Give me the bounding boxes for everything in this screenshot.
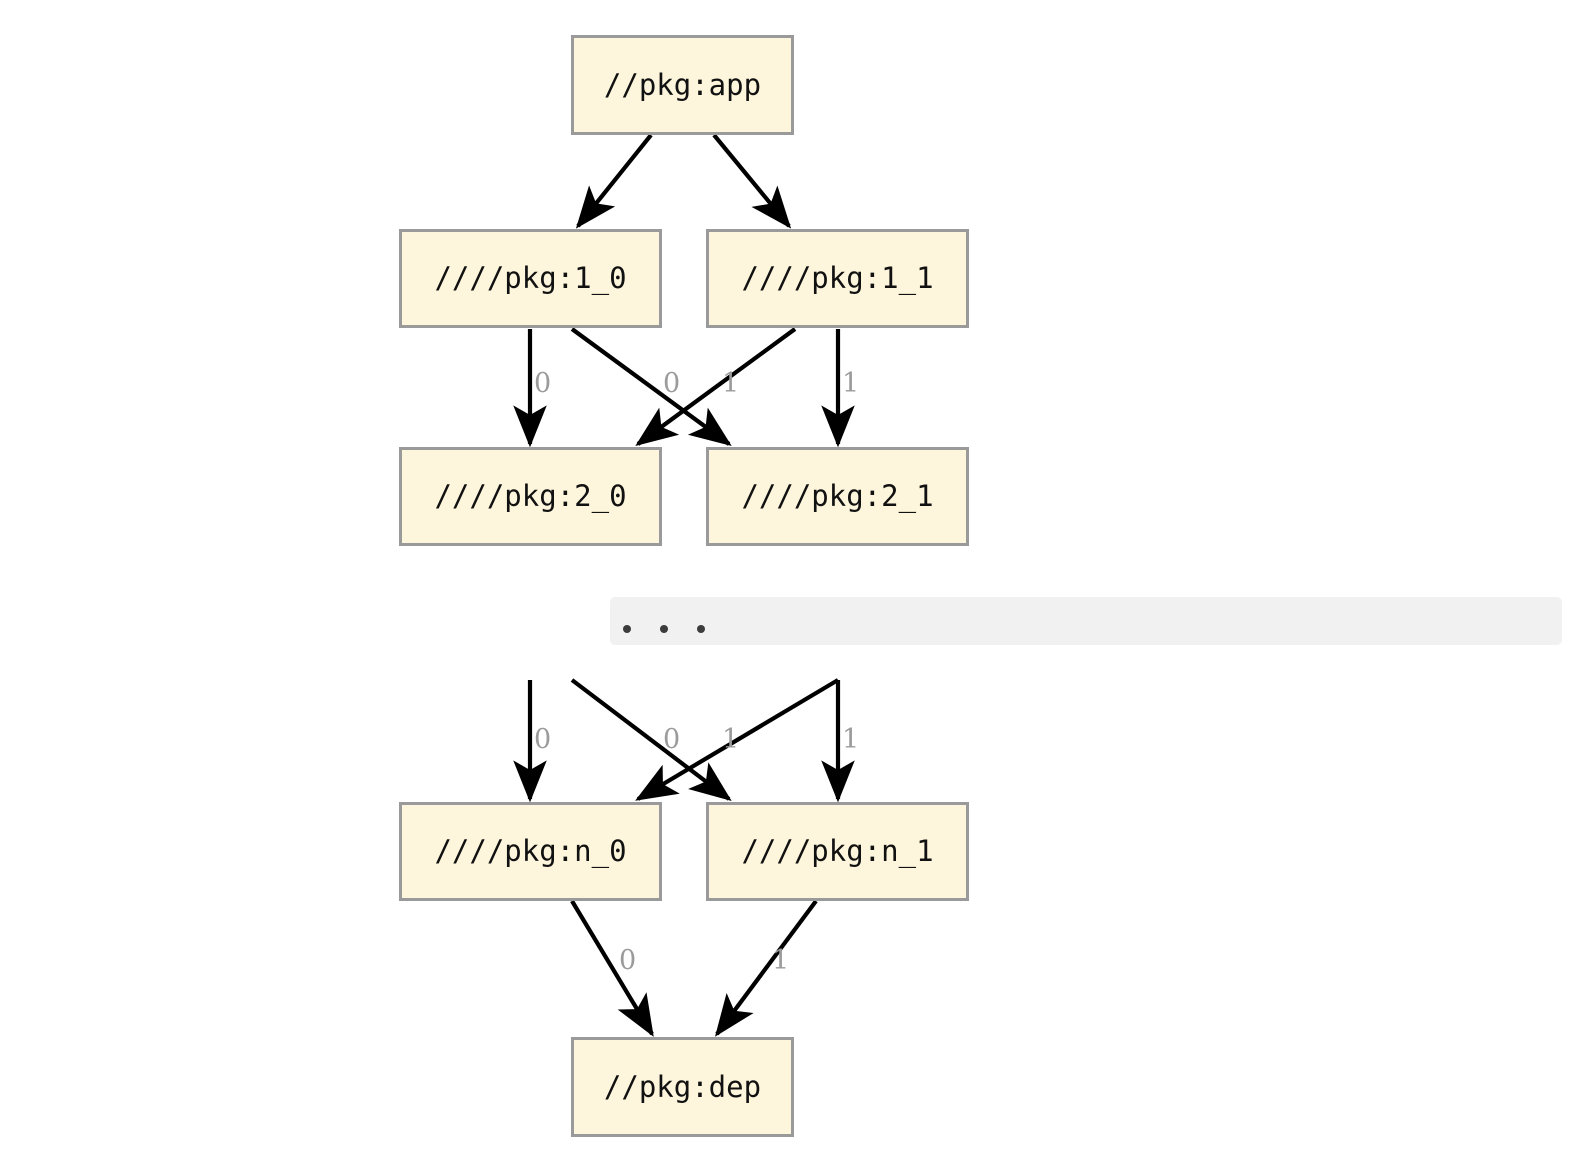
graph-edge <box>635 678 840 801</box>
graph-node-label: ////pkg:1_0 <box>434 261 627 295</box>
ellipsis-separator-band <box>610 597 1562 645</box>
graph-edge-label: 1 <box>722 724 740 755</box>
graph-edge-label: 1 <box>772 945 790 976</box>
graph-node-app[interactable]: //pkg:app <box>571 35 794 135</box>
graph-node-label: ////pkg:2_1 <box>741 479 934 513</box>
graph-node-label: ////pkg:2_0 <box>434 479 627 513</box>
graph-node-label: //pkg:app <box>603 67 762 102</box>
graph-node-nn_1[interactable]: ////pkg:n_1 <box>706 802 969 901</box>
graph-edge-label: 0 <box>663 368 681 399</box>
graph-edge <box>570 327 732 446</box>
graph-edge-label: 0 <box>619 945 637 976</box>
graph-edge <box>635 327 797 446</box>
edges-group <box>513 133 855 1037</box>
graph-node-n2_0[interactable]: ////pkg:2_0 <box>399 447 662 546</box>
graph-node-label: ////pkg:n_1 <box>741 834 934 868</box>
graph-edge-label: 1 <box>722 368 740 399</box>
graph-node-nn_0[interactable]: ////pkg:n_0 <box>399 802 662 901</box>
ellipsis-dot-icon <box>623 625 631 633</box>
graph-edge-label: 0 <box>534 724 552 755</box>
graph-node-label: ////pkg:n_0 <box>434 834 627 868</box>
graph-edge <box>714 899 818 1037</box>
ellipsis-dot-icon <box>660 625 668 633</box>
graph-node-n2_1[interactable]: ////pkg:2_1 <box>706 447 969 546</box>
graph-edge <box>570 678 732 802</box>
graph-edge-label: 1 <box>842 368 860 399</box>
graph-node-dep[interactable]: //pkg:dep <box>571 1037 794 1137</box>
graph-edge <box>712 133 792 229</box>
graph-edge-label: 0 <box>663 724 681 755</box>
graph-node-n1_1[interactable]: ////pkg:1_1 <box>706 229 969 328</box>
graph-edge-label: 1 <box>842 724 860 755</box>
graph-edge-label: 0 <box>534 368 552 399</box>
graph-edge <box>575 133 653 229</box>
graph-node-label: ////pkg:1_1 <box>741 261 934 295</box>
graph-node-n1_0[interactable]: ////pkg:1_0 <box>399 229 662 328</box>
graph-edge <box>570 899 654 1037</box>
graph-node-label: //pkg:dep <box>603 1069 762 1104</box>
ellipsis-dot-icon <box>697 625 705 633</box>
